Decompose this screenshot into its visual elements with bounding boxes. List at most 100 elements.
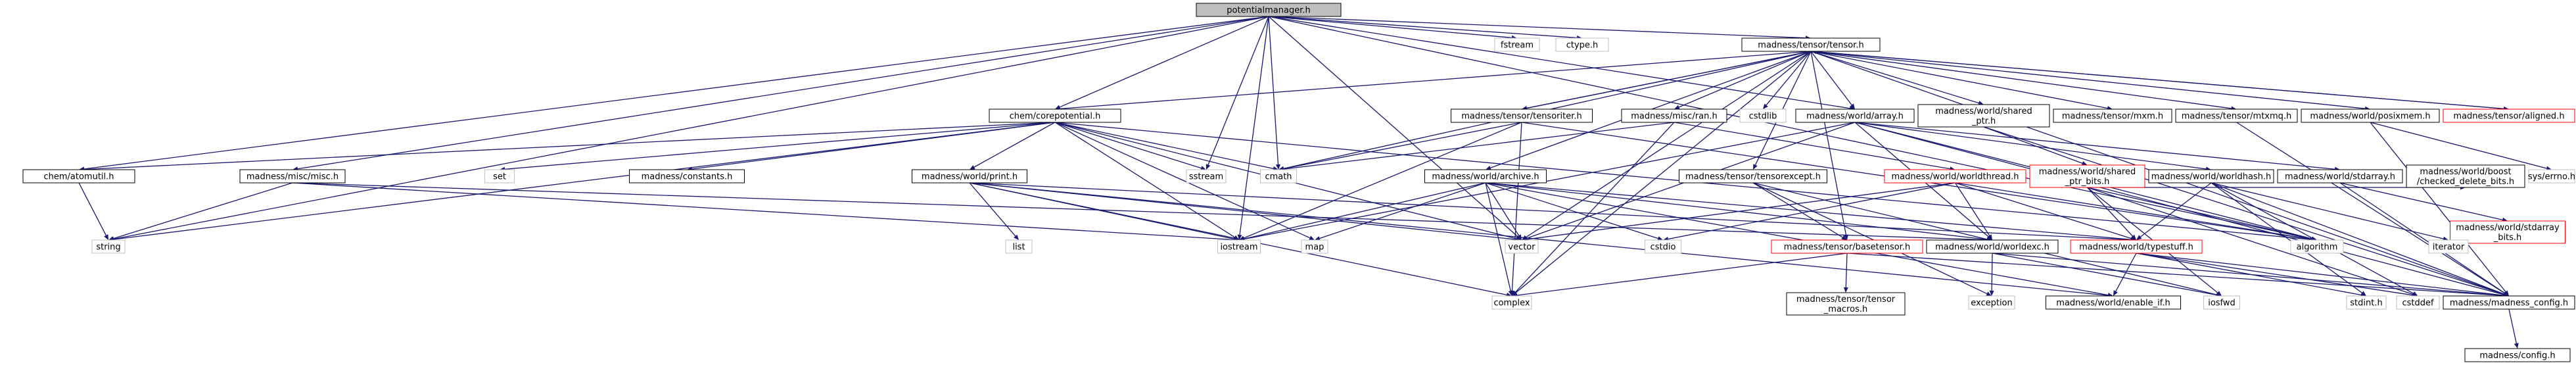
node-label: madness/world/boost <box>2420 167 2511 177</box>
node-worldthread[interactable]: madness/world/worldthread.h <box>1884 169 2026 183</box>
node-label: list <box>1012 243 1025 253</box>
node-box <box>1494 37 1540 52</box>
node-box <box>1795 109 1915 123</box>
node-tensor[interactable]: madness/tensor/tensor.h <box>1741 37 1881 52</box>
node-box <box>1505 239 1539 254</box>
node-iterator[interactable]: iterator <box>2428 239 2469 254</box>
arrowhead <box>2081 161 2088 166</box>
node-algorithm[interactable]: algorithm <box>2290 239 2344 254</box>
node-cstddef[interactable]: cstddef <box>2396 295 2440 310</box>
node-label: cstdlib <box>1749 112 1777 122</box>
node-label: vector <box>1508 243 1535 253</box>
node-vector[interactable]: vector <box>1505 239 1539 254</box>
node-label: string <box>96 243 120 253</box>
arrowhead <box>1674 105 1680 110</box>
node-tensorexcept[interactable]: madness/tensor/tensorexcept.h <box>1679 169 1827 183</box>
node-box <box>2148 169 2274 183</box>
node-print[interactable]: madness/world/print.h <box>912 169 1027 183</box>
edge-corepot-to-tensor <box>1054 49 1811 110</box>
node-box <box>1739 109 1787 123</box>
arrowhead <box>1763 103 1768 109</box>
edge-root-to-tensor <box>1268 16 1811 41</box>
node-tensoriter[interactable]: madness/tensor/tensoriter.h <box>1451 109 1593 123</box>
edge-ran-to-complex <box>1512 122 1675 296</box>
node-aligned[interactable]: madness/tensor/aligned.h <box>2443 109 2575 123</box>
edge-atomutil-to-string <box>78 182 108 240</box>
node-iosfwd[interactable]: iosfwd <box>2203 295 2240 310</box>
node-box <box>2053 109 2172 123</box>
node-atomutil[interactable]: chem/atomutil.h <box>22 169 135 183</box>
arrowhead <box>1841 235 1847 240</box>
node-box <box>2277 169 2403 183</box>
node-sharedptr[interactable]: madness/world/shared_ptr.h <box>1917 104 2050 128</box>
node-array[interactable]: madness/world/array.h <box>1795 109 1915 123</box>
node-madconfig[interactable]: madness/madness_config.h <box>2443 295 2575 310</box>
node-posixmem[interactable]: madness/world/posixmem.h <box>2301 109 2440 123</box>
node-label: cmath <box>1265 172 1292 182</box>
node-label: iosfwd <box>2208 299 2236 308</box>
node-map[interactable]: map <box>1301 239 1328 254</box>
edge-print-to-list <box>969 182 1019 240</box>
node-label: _macros.h <box>1823 304 1867 314</box>
node-stdarray[interactable]: madness/world/stdarray.h <box>2277 169 2403 183</box>
node-ctype[interactable]: ctype.h <box>1555 37 1609 52</box>
node-box <box>22 169 135 183</box>
node-box <box>2428 239 2469 254</box>
node-complex[interactable]: complex <box>1491 295 1532 310</box>
arrowhead <box>1237 234 1242 240</box>
node-cstdlib[interactable]: cstdlib <box>1739 109 1787 123</box>
node-worldhash[interactable]: madness/world/worldhash.h <box>2148 169 2274 183</box>
node-box <box>989 109 1121 123</box>
node-iostream[interactable]: iostream <box>1217 239 1261 254</box>
edge-tensor-to-cstdlib <box>1763 51 1812 109</box>
node-box <box>2406 164 2525 188</box>
node-miscmisc[interactable]: madness/misc/misc.h <box>239 169 346 183</box>
arrowhead <box>2113 290 2118 296</box>
node-label: cstdio <box>1651 243 1676 253</box>
node-cmath[interactable]: cmath <box>1260 169 1297 183</box>
node-worldexc[interactable]: madness/world/worldexc.h <box>1926 239 2059 254</box>
node-ran[interactable]: madness/misc/ran.h <box>1621 109 1727 123</box>
node-set[interactable]: set <box>484 169 515 183</box>
node-cstdio[interactable]: cstdio <box>1645 239 1681 254</box>
node-box <box>2450 220 2565 244</box>
node-sstream[interactable]: sstream <box>1186 169 1227 183</box>
node-label: complex <box>1493 299 1530 308</box>
node-stdint[interactable]: stdint.h <box>2346 295 2387 310</box>
node-mxm[interactable]: madness/tensor/mxm.h <box>2053 109 2172 123</box>
node-stdarraybits[interactable]: madness/world/stdarray_bits.h <box>2450 220 2565 244</box>
arrowhead <box>1315 236 1321 241</box>
edge-archive-to-typestuff <box>1485 182 2136 242</box>
node-label: madness/tensor/aligned.h <box>2453 112 2564 122</box>
node-boostdel[interactable]: madness/world/boost/checked_delete_bits.… <box>2406 164 2525 188</box>
node-sharedptrbits[interactable]: madness/world/shared_ptr_bits.h <box>2029 164 2145 188</box>
node-constants[interactable]: madness/constants.h <box>629 169 745 183</box>
node-string[interactable]: string <box>91 239 126 254</box>
node-root[interactable]: potentialmanager.h <box>1196 3 1342 17</box>
edge-tensor-to-sharedptr <box>1810 51 1984 105</box>
node-box <box>1260 169 1297 183</box>
arrowhead <box>2136 235 2142 240</box>
edge-root-to-miscmisc <box>293 16 1269 172</box>
edge-corepot-to-map <box>1054 122 1315 240</box>
node-label: set <box>493 172 506 182</box>
node-mtxmq[interactable]: madness/tensor/mtxmq.h <box>2175 109 2298 123</box>
node-fstream[interactable]: fstream <box>1494 37 1540 52</box>
node-basetensor[interactable]: madness/tensor/basetensor.h <box>1771 239 1923 254</box>
node-corepot[interactable]: chem/corepotential.h <box>989 109 1121 123</box>
node-archive[interactable]: madness/world/archive.h <box>1424 169 1547 183</box>
node-box <box>1884 169 2026 183</box>
node-box <box>1926 239 2059 254</box>
node-enableif[interactable]: madness/world/enable_if.h <box>2046 295 2181 310</box>
arrowhead <box>1512 290 1517 296</box>
node-tensormacros[interactable]: madness/tensor/tensor_macros.h <box>1786 292 1906 316</box>
node-label: madness/tensor/tensor.h <box>1758 41 1863 51</box>
node-exception[interactable]: exception <box>1968 295 2015 310</box>
node-typestuff[interactable]: madness/world/typestuff.h <box>2070 239 2203 254</box>
node-config[interactable]: madness/config.h <box>2464 348 2571 362</box>
node-label: exception <box>1971 299 2013 308</box>
arrowhead <box>1978 101 1984 105</box>
node-list[interactable]: list <box>1005 239 1033 254</box>
node-box <box>2396 295 2440 310</box>
node-syserrno[interactable]: sys/errno.h <box>2528 169 2575 183</box>
